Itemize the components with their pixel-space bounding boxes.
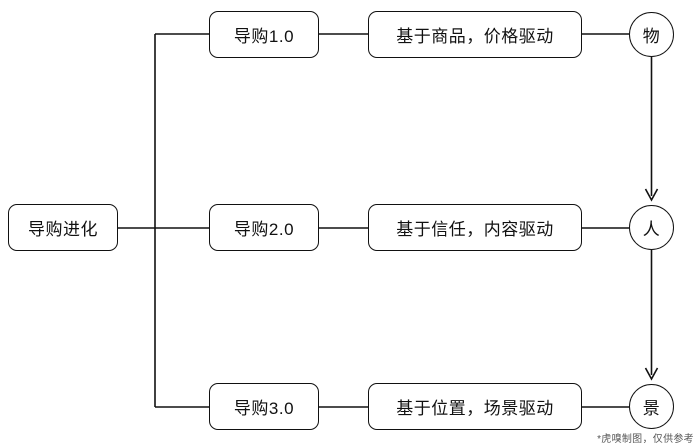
node-outcome-2-label: 人: [642, 220, 661, 239]
node-stage-1[interactable]: 导购1.0: [209, 11, 319, 58]
node-stage-3-label: 导购3.0: [233, 399, 295, 418]
arrowhead-down-1: [644, 188, 659, 202]
arrowhead-down-2: [644, 367, 659, 381]
node-description-1[interactable]: 基于商品，价格驱动: [368, 11, 582, 58]
node-root[interactable]: 导购进化: [8, 204, 118, 251]
node-outcome-3[interactable]: 景: [629, 384, 674, 429]
node-stage-2[interactable]: 导购2.0: [209, 204, 319, 251]
node-description-2[interactable]: 基于信任，内容驱动: [368, 204, 582, 251]
node-root-label: 导购进化: [28, 220, 98, 239]
node-outcome-2[interactable]: 人: [629, 205, 674, 250]
node-description-2-label: 基于信任，内容驱动: [396, 220, 554, 239]
footnote: *虎嗅制图，仅供参考: [597, 434, 694, 445]
node-stage-2-label: 导购2.0: [233, 220, 295, 239]
node-description-3-label: 基于位置，场景驱动: [396, 399, 554, 418]
node-outcome-1[interactable]: 物: [629, 12, 674, 57]
node-stage-3[interactable]: 导购3.0: [209, 383, 319, 430]
node-outcome-3-label: 景: [642, 399, 661, 418]
node-description-3[interactable]: 基于位置，场景驱动: [368, 383, 582, 430]
node-stage-1-label: 导购1.0: [233, 27, 295, 46]
node-outcome-1-label: 物: [642, 27, 661, 46]
node-description-1-label: 基于商品，价格驱动: [396, 27, 554, 46]
